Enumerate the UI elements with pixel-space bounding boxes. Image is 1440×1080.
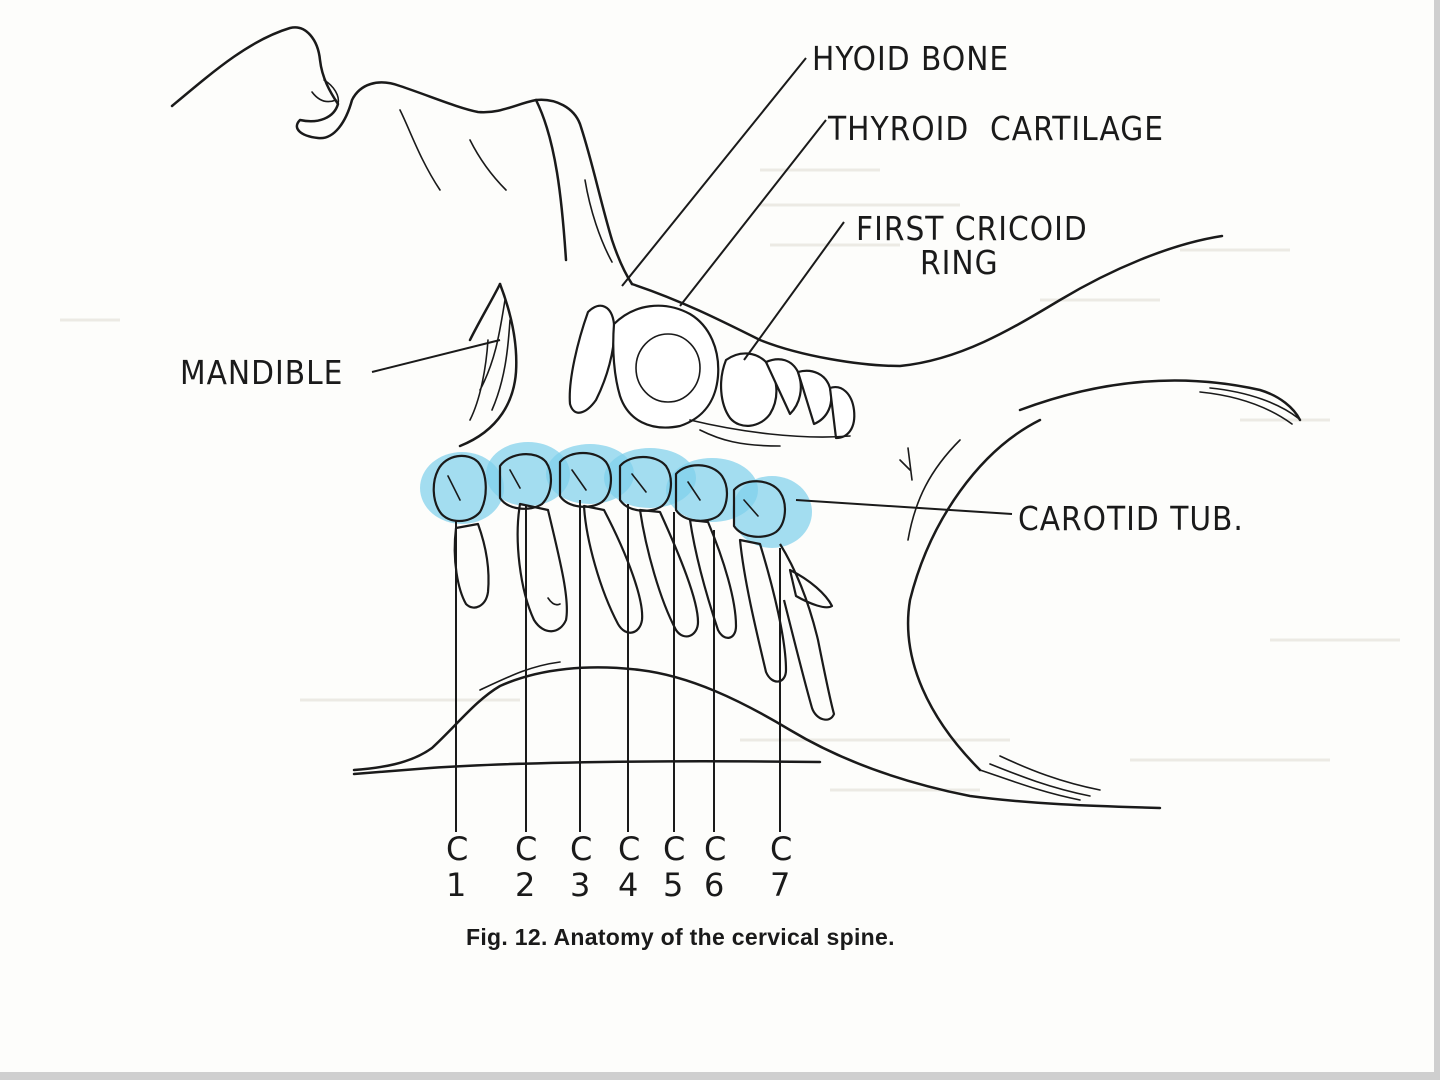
mandible-bone (458, 282, 518, 448)
vertebra-c3-number: 3 (570, 866, 590, 904)
shoulder-outline (899, 418, 1042, 772)
vertebrae-drawing (432, 451, 836, 721)
vertebra-labels: C 1 C 2 C 3 C 4 C 5 C 6 C 7 (446, 830, 792, 904)
vertebra-c1-letter: C (446, 830, 468, 868)
vertebra-leaders (455, 500, 781, 832)
vertebra-c7-letter: C (770, 830, 792, 868)
label-first-cricoid: FIRST CRICOID (856, 209, 1088, 248)
vertebra-c4-letter: C (618, 830, 640, 868)
label-cricoid-ring: RING (920, 243, 999, 282)
vertebra-c1-number: 1 (446, 866, 466, 904)
vertebra-c4-number: 4 (618, 866, 638, 904)
label-mandible: MANDIBLE (180, 353, 343, 392)
label-carotid-tubercle: CAROTID TUB. (1018, 499, 1244, 538)
larynx-structures (568, 304, 856, 447)
vertebra-c7-number: 7 (770, 866, 790, 904)
vertebra-c5-letter: C (663, 830, 685, 868)
background-bleed-through (60, 168, 1400, 792)
label-thyroid-cartilage: THYROID CARTILAGE (827, 109, 1164, 148)
head-profile (170, 26, 634, 286)
vertebra-c3-letter: C (570, 830, 592, 868)
label-hyoid-bone: HYOID BONE (812, 39, 1009, 78)
figure-caption: Fig. 12. Anatomy of the cervical spine. (466, 924, 895, 950)
back-of-neck (352, 661, 1162, 810)
vertebra-c2-letter: C (515, 830, 537, 868)
neck-contour (630, 234, 1302, 425)
vertebra-c5-number: 5 (663, 866, 683, 904)
vertebra-c6-number: 6 (704, 866, 724, 904)
label-leaders (371, 57, 1013, 515)
vertebra-c2-number: 2 (515, 866, 535, 904)
vertebra-c6-letter: C (704, 830, 726, 868)
